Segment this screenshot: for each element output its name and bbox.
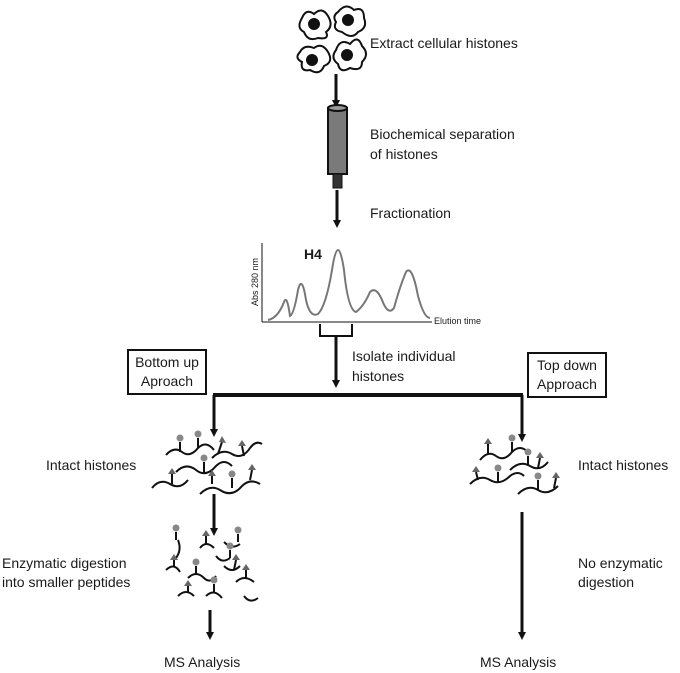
cells-icon — [296, 5, 367, 74]
bottom-up-digestion-label-1: Enzymatic digestion — [2, 555, 127, 571]
x-axis-label: Elution time — [434, 316, 482, 326]
bottom-up-intact-label: Intact histones — [46, 457, 137, 473]
top-down-title-1: Top down — [537, 357, 597, 373]
peak-label: H4 — [304, 246, 322, 262]
top-down-no-digestion-label-2: digestion — [578, 574, 635, 590]
fraction-bracket — [319, 324, 353, 337]
bottom-up-approach-box: Bottom up Aproach — [127, 349, 207, 395]
peptides-icon — [165, 524, 259, 602]
bottom-up-title-1: Bottom up — [135, 354, 199, 370]
bottom-up-digestion-label-2: into smaller peptides — [2, 574, 131, 590]
bottom-up-ms-label: MS Analysis — [164, 654, 241, 670]
y-axis-label: Abs 280 nm — [250, 257, 260, 306]
bottom-up-title-2: Aproach — [140, 373, 194, 389]
top-down-approach-box: Top down Approach — [527, 352, 607, 398]
top-down-no-digestion-label-1: No enzymatic — [578, 555, 663, 571]
chromatogram — [261, 243, 432, 337]
top-down-intact-histones-icon — [469, 434, 560, 495]
top-down-ms-label: MS Analysis — [480, 654, 557, 670]
top-down-title-2: Approach — [537, 376, 597, 392]
step-fractionation-label: Fractionation — [370, 205, 451, 221]
step-isolate-label-2: histones — [352, 368, 405, 384]
top-down-intact-label: Intact histones — [578, 457, 669, 473]
step-isolate-label-1: Isolate individual — [352, 348, 456, 364]
step-separation-label-1: Biochemical separation — [370, 126, 515, 142]
step-extract-label: Extract cellular histones — [370, 35, 518, 51]
bottom-up-intact-histones-icon — [151, 430, 263, 495]
column-icon — [327, 104, 348, 189]
step-separation-label-2: of histones — [370, 146, 438, 162]
chromatogram-trace — [267, 249, 431, 321]
